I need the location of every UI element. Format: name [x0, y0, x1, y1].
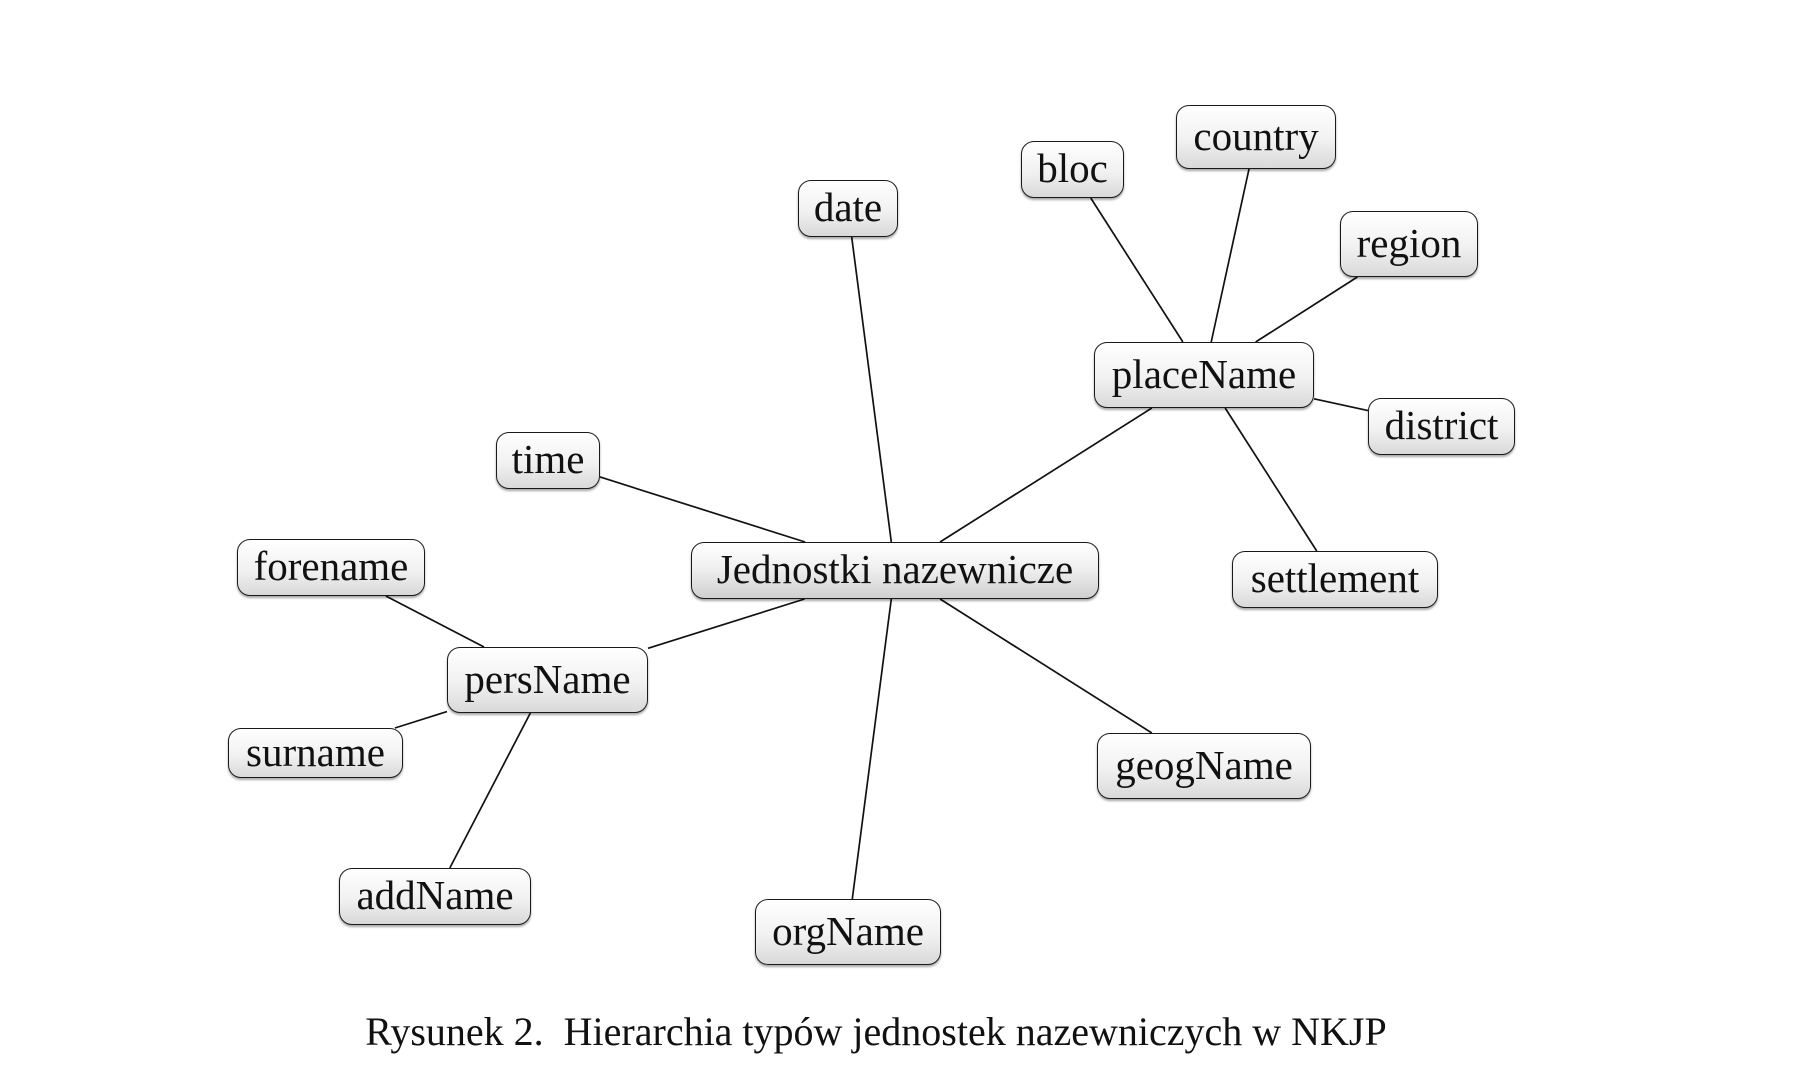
edge-root-time [599, 476, 806, 543]
edge-persName-surname [394, 710, 448, 729]
edge-placeName-country [1210, 168, 1250, 343]
edge-root-placeName [939, 407, 1153, 543]
edge-placeName-settlement [1224, 407, 1318, 552]
node-root: Jednostki nazewnicze [691, 542, 1099, 599]
edge-root-orgName [851, 598, 893, 900]
node-time: time [496, 432, 600, 489]
node-addName: addName [339, 868, 531, 925]
edge-placeName-bloc [1090, 197, 1184, 343]
node-bloc: bloc [1021, 141, 1124, 198]
edge-persName-forename [385, 595, 485, 648]
node-placeName: placeName [1094, 342, 1314, 408]
edge-root-geogName [939, 598, 1153, 734]
edge-root-persName [647, 598, 805, 650]
edge-placeName-district [1313, 398, 1369, 412]
node-orgName: orgName [755, 899, 941, 965]
edge-persName-addName [449, 712, 532, 869]
node-district: district [1368, 398, 1515, 455]
node-country: country [1176, 105, 1336, 169]
node-persName: persName [447, 647, 648, 713]
figure-caption: Rysunek 2. Hierarchia typów jednostek na… [365, 1009, 1387, 1054]
node-forename: forename [237, 539, 425, 596]
node-geogName: geogName [1097, 733, 1311, 799]
edge-root-date [850, 236, 893, 543]
node-settlement: settlement [1232, 551, 1438, 608]
node-date: date [798, 180, 898, 237]
edge-placeName-region [1255, 276, 1358, 343]
node-surname: surname [228, 728, 403, 778]
node-region: region [1340, 211, 1478, 277]
